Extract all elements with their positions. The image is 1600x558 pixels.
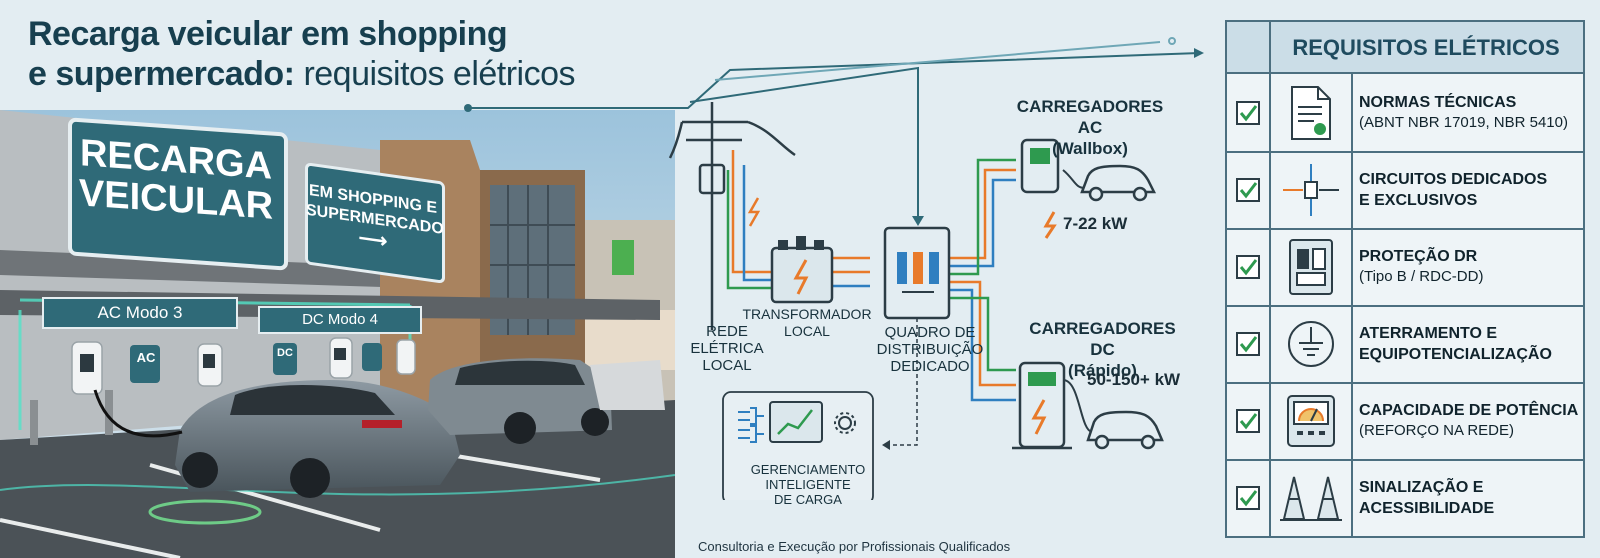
grid-label-line3: LOCAL: [702, 357, 752, 374]
requirement-detail: (Tipo B / RDC-DD): [1359, 268, 1484, 285]
grid-label-line1: REDE: [706, 323, 748, 340]
checkbox-icon: [1227, 74, 1271, 151]
management-label-line1: GERENCIAMENTO: [750, 462, 866, 477]
ground-icon: [1271, 305, 1353, 382]
panel-label-line3: DEDICADO: [890, 358, 970, 375]
zone-dc-label: DC Modo 4: [258, 306, 422, 334]
gear-icon: [834, 412, 856, 434]
requirement-detail: ACESSIBILIDADE: [1359, 499, 1495, 517]
requirement-title: NORMAS TÉCNICAS: [1359, 94, 1517, 111]
title-line2-bold: e supermercado:: [28, 55, 295, 93]
header-empty-cell: [1227, 22, 1271, 72]
dc-title-line1: CARREGADORES DC: [1029, 319, 1176, 359]
document-icon: [1271, 74, 1353, 151]
grid-label: REDE ELÉTRICA LOCAL: [682, 323, 772, 374]
checkbox-icon: [1227, 305, 1271, 382]
breaker-icon: [1271, 228, 1353, 305]
management-label-line2: INTELIGENTE: [765, 477, 851, 492]
checkbox-icon: [1227, 228, 1271, 305]
distribution-panel-icon: [883, 226, 951, 320]
dc-charger-icon: [1012, 361, 1093, 450]
transformer-label-line2: LOCAL: [784, 323, 830, 339]
requirement-row: NORMAS TÉCNICAS (ABNT NBR 17019, NBR 5410…: [1227, 74, 1583, 153]
dc-chargers-title: CARREGADORES DC (Rápido): [1015, 318, 1190, 381]
zone-ac-label: AC Modo 3: [42, 297, 238, 329]
requirement-title: ATERRAMENTO E: [1359, 324, 1498, 342]
circuit-icon: [1271, 151, 1353, 228]
badge-dc: DC: [277, 347, 293, 359]
dashboard-icon: [769, 401, 823, 443]
lightning-icon: [747, 197, 761, 227]
power-flow-diagram: [464, 37, 1204, 500]
plug-icon: [738, 407, 764, 443]
lightning-icon: [1043, 211, 1057, 239]
meter-icon: [1271, 382, 1353, 459]
requirement-title: SINALIZAÇÃO E: [1359, 478, 1484, 496]
requirements-header: REQUISITOS ELÉTRICOS: [1227, 22, 1583, 74]
panel-label: QUADRO DE DISTRIBUIÇÃO DEDICADO: [870, 324, 990, 375]
title-line2-light: requisitos elétricos: [294, 55, 576, 93]
car-icon: [1086, 410, 1164, 450]
ac-title-line1: CARREGADORES AC: [1016, 97, 1164, 137]
title-line1: Recarga veicular em shopping: [28, 15, 508, 53]
dc-title-line2: (Rápido): [1068, 361, 1137, 380]
requirements-title: REQUISITOS ELÉTRICOS: [1292, 35, 1560, 60]
requirement-row: SINALIZAÇÃO E ACESSIBILIDADE: [1227, 459, 1583, 536]
cone-icon: [1271, 459, 1353, 536]
requirement-row: ATERRAMENTO E EQUIPOTENCIALIZAÇÃO: [1227, 305, 1583, 384]
requirement-title: CAPACIDADE DE POTÊNCIA: [1359, 402, 1579, 419]
ac-chargers-title: CARREGADORES AC (Wallbox): [1010, 96, 1170, 159]
requirement-detail: (ABNT NBR 17019, NBR 5410): [1359, 114, 1568, 131]
badge-ac: AC: [136, 350, 156, 365]
footer-credit: Consultoria e Execução por Profissionais…: [698, 539, 1011, 554]
requirement-title: CIRCUITOS DEDICADOS: [1359, 170, 1548, 188]
management-label: GERENCIAMENTO INTELIGENTE DE CARGA: [738, 462, 878, 507]
ac-title-line2: (Wallbox): [1052, 139, 1128, 158]
transformer-icon: [770, 236, 834, 304]
requirement-row: CAPACIDADE DE POTÊNCIA (REFORÇO NA REDE): [1227, 382, 1583, 461]
car-icon: [1080, 164, 1157, 202]
checkbox-icon: [1227, 151, 1271, 228]
grid-label-line2: ELÉTRICA: [690, 340, 764, 357]
requirement-detail: E EXCLUSIVOS: [1359, 191, 1478, 209]
ac-power: 7-22 kW: [1063, 214, 1128, 233]
dc-power: 50-150+ kW: [1087, 370, 1181, 389]
checkbox-icon: [1227, 382, 1271, 459]
requirement-row: CIRCUITOS DEDICADOS E EXCLUSIVOS: [1227, 151, 1583, 230]
requirements-panel: REQUISITOS ELÉTRICOS NORMAS TÉCNICAS (ABN…: [1225, 20, 1585, 538]
panel-label-line1: QUADRO DE: [884, 324, 976, 341]
requirement-detail: EQUIPOTENCIALIZAÇÃO: [1359, 345, 1552, 363]
requirement-detail: (REFORÇO NA REDE): [1359, 422, 1515, 439]
panel-label-line2: DISTRIBUIÇÃO: [876, 341, 984, 358]
requirement-row: PROTEÇÃO DR (Tipo B / RDC-DD): [1227, 228, 1583, 307]
transformer-label: TRANSFORMADOR LOCAL: [742, 306, 872, 340]
page-title: Recarga veicular em shopping e supermerc…: [28, 14, 576, 94]
ac-charger-icon: [1020, 138, 1086, 194]
transformer-label-line1: TRANSFORMADOR: [742, 306, 872, 322]
management-label-line3: DE CARGA: [774, 492, 842, 507]
checkbox-icon: [1227, 459, 1271, 536]
requirement-title: PROTEÇÃO DR: [1359, 248, 1478, 265]
utility-pole-icon: [668, 102, 796, 330]
